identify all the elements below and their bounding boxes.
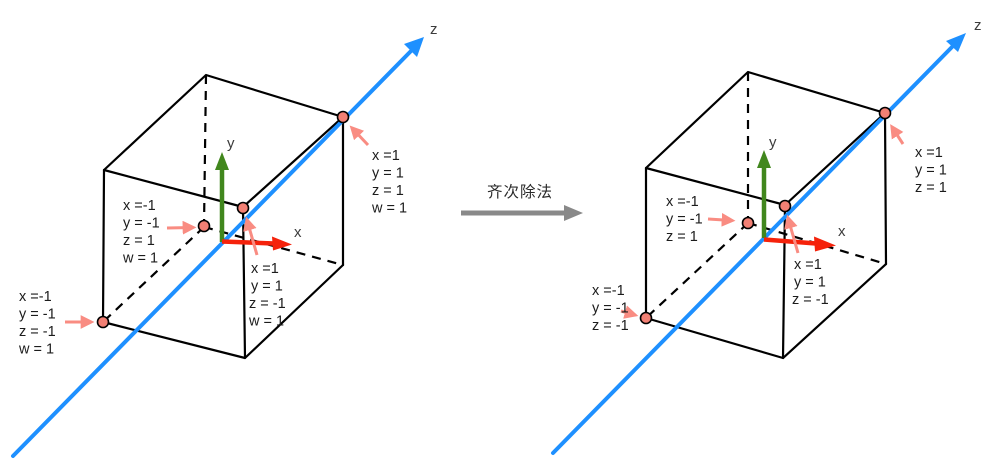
coord-line: w = 1 [18, 342, 54, 358]
transform-arrowhead-icon [564, 205, 583, 221]
y-axis-label: y [227, 135, 235, 152]
left-vertex-dots [96, 110, 350, 329]
z-axis-label: z [430, 21, 438, 38]
coord-line: y = -1 [123, 216, 160, 232]
cube-bottom-edges [644, 262, 888, 360]
coord-line: w = 1 [371, 201, 407, 217]
coord-line: x =-1 [123, 198, 156, 214]
right-diagram: z y x x =1 y [551, 17, 982, 455]
vertex-dot [741, 216, 755, 230]
coord-line: z = -1 [249, 296, 286, 312]
cube-edge-dashed [202, 74, 208, 228]
left-point-label--1-1-1: x =-1 y = -1 z = -1 w = 1 [18, 289, 56, 358]
point-arrow [349, 125, 370, 147]
coord-line: z = 1 [915, 180, 947, 196]
right-point-label--1-11: x =-1 y = -1 z = 1 [666, 194, 703, 245]
left-annotation-arrows [65, 125, 370, 329]
coord-line: z = -1 [792, 292, 829, 308]
z-axis-line [551, 45, 954, 455]
cube-bottom-edges [101, 263, 345, 360]
y-axis-arrowhead-icon [757, 150, 771, 168]
left-diagram: z y x x =1 y [11, 21, 438, 458]
coord-line: z = 1 [123, 233, 155, 249]
cube-edge [781, 203, 787, 360]
x-axis-label: x [838, 223, 846, 240]
coord-line: x =1 [251, 261, 279, 277]
z-axis-line [11, 49, 413, 458]
coord-line: x =-1 [19, 289, 52, 305]
point-arrow [707, 212, 736, 227]
z-axis-arrowhead-icon [946, 33, 966, 52]
coord-line: x =-1 [592, 283, 625, 299]
x-axis-line [763, 237, 817, 246]
coord-line: y = 1 [794, 275, 826, 291]
vertex-dot [197, 219, 211, 233]
right-point-label--1-1-1: x =-1 y = -1 z = -1 [592, 283, 629, 334]
x-axis-line [221, 239, 275, 246]
right-annotation-arrows [620, 124, 905, 319]
vertex-dot [236, 201, 250, 215]
vertex-dot [96, 315, 110, 329]
left-point-label-11-1: x =1 y = 1 z = -1 w = 1 [248, 261, 286, 330]
coord-line: y = 1 [372, 166, 404, 182]
left-z-axis: z [11, 21, 438, 458]
point-arrow [784, 214, 800, 254]
left-point-label--1-11: x =-1 y = -1 z = 1 w = 1 [122, 198, 160, 267]
coord-line: y = -1 [666, 212, 703, 228]
vertex-dot [639, 311, 653, 325]
left-x-axis: x [221, 224, 302, 251]
point-arrow [620, 305, 639, 319]
left-y-axis: y [215, 135, 235, 242]
coord-line: w = 1 [248, 314, 284, 330]
coord-line: x =1 [372, 148, 400, 164]
coord-line: x =-1 [666, 194, 699, 210]
right-y-axis: y [757, 134, 777, 238]
coord-line: z = -1 [592, 318, 629, 334]
coord-line: y = 1 [915, 163, 947, 179]
coord-line: x =1 [915, 145, 943, 161]
coord-line: z = 1 [372, 183, 404, 199]
vertex-dot [778, 199, 792, 213]
y-axis-label: y [769, 134, 777, 151]
x-axis-arrowhead-icon [272, 236, 292, 251]
coord-line: z = -1 [19, 324, 56, 340]
z-axis-arrowhead-icon [404, 37, 424, 57]
point-arrow [166, 220, 197, 235]
coord-line: y = -1 [592, 301, 629, 317]
transform-arrow-group: 齐次除法 [461, 183, 583, 221]
z-axis-label: z [974, 17, 982, 34]
cube-edge [883, 111, 888, 266]
coord-line: x =1 [794, 257, 822, 273]
cube-edge-dashed [102, 226, 205, 323]
coord-line: y = -1 [19, 307, 56, 323]
coord-line: z = 1 [666, 229, 698, 245]
right-point-label-111: x =1 y = 1 z = 1 [915, 145, 947, 196]
right-z-axis: z [551, 17, 982, 455]
cube-edge-dashed [645, 222, 749, 319]
point-arrow [243, 216, 259, 256]
right-x-axis: x [763, 223, 846, 252]
left-point-label-111: x =1 y = 1 z = 1 w = 1 [371, 148, 407, 217]
y-axis-arrowhead-icon [215, 152, 229, 170]
coord-line: w = 1 [122, 251, 158, 267]
transform-label: 齐次除法 [487, 183, 553, 201]
cube-edge [241, 205, 247, 360]
vertex-dot [336, 110, 350, 124]
right-vertex-dots [639, 106, 892, 325]
point-arrow [890, 124, 905, 145]
right-point-label-11-1: x =1 y = 1 z = -1 [792, 257, 829, 308]
x-axis-label: x [294, 224, 302, 241]
cube-edge [101, 168, 106, 324]
x-axis-arrowhead-icon [814, 236, 836, 252]
coord-line: y = 1 [251, 279, 283, 295]
vertex-dot [878, 106, 892, 120]
